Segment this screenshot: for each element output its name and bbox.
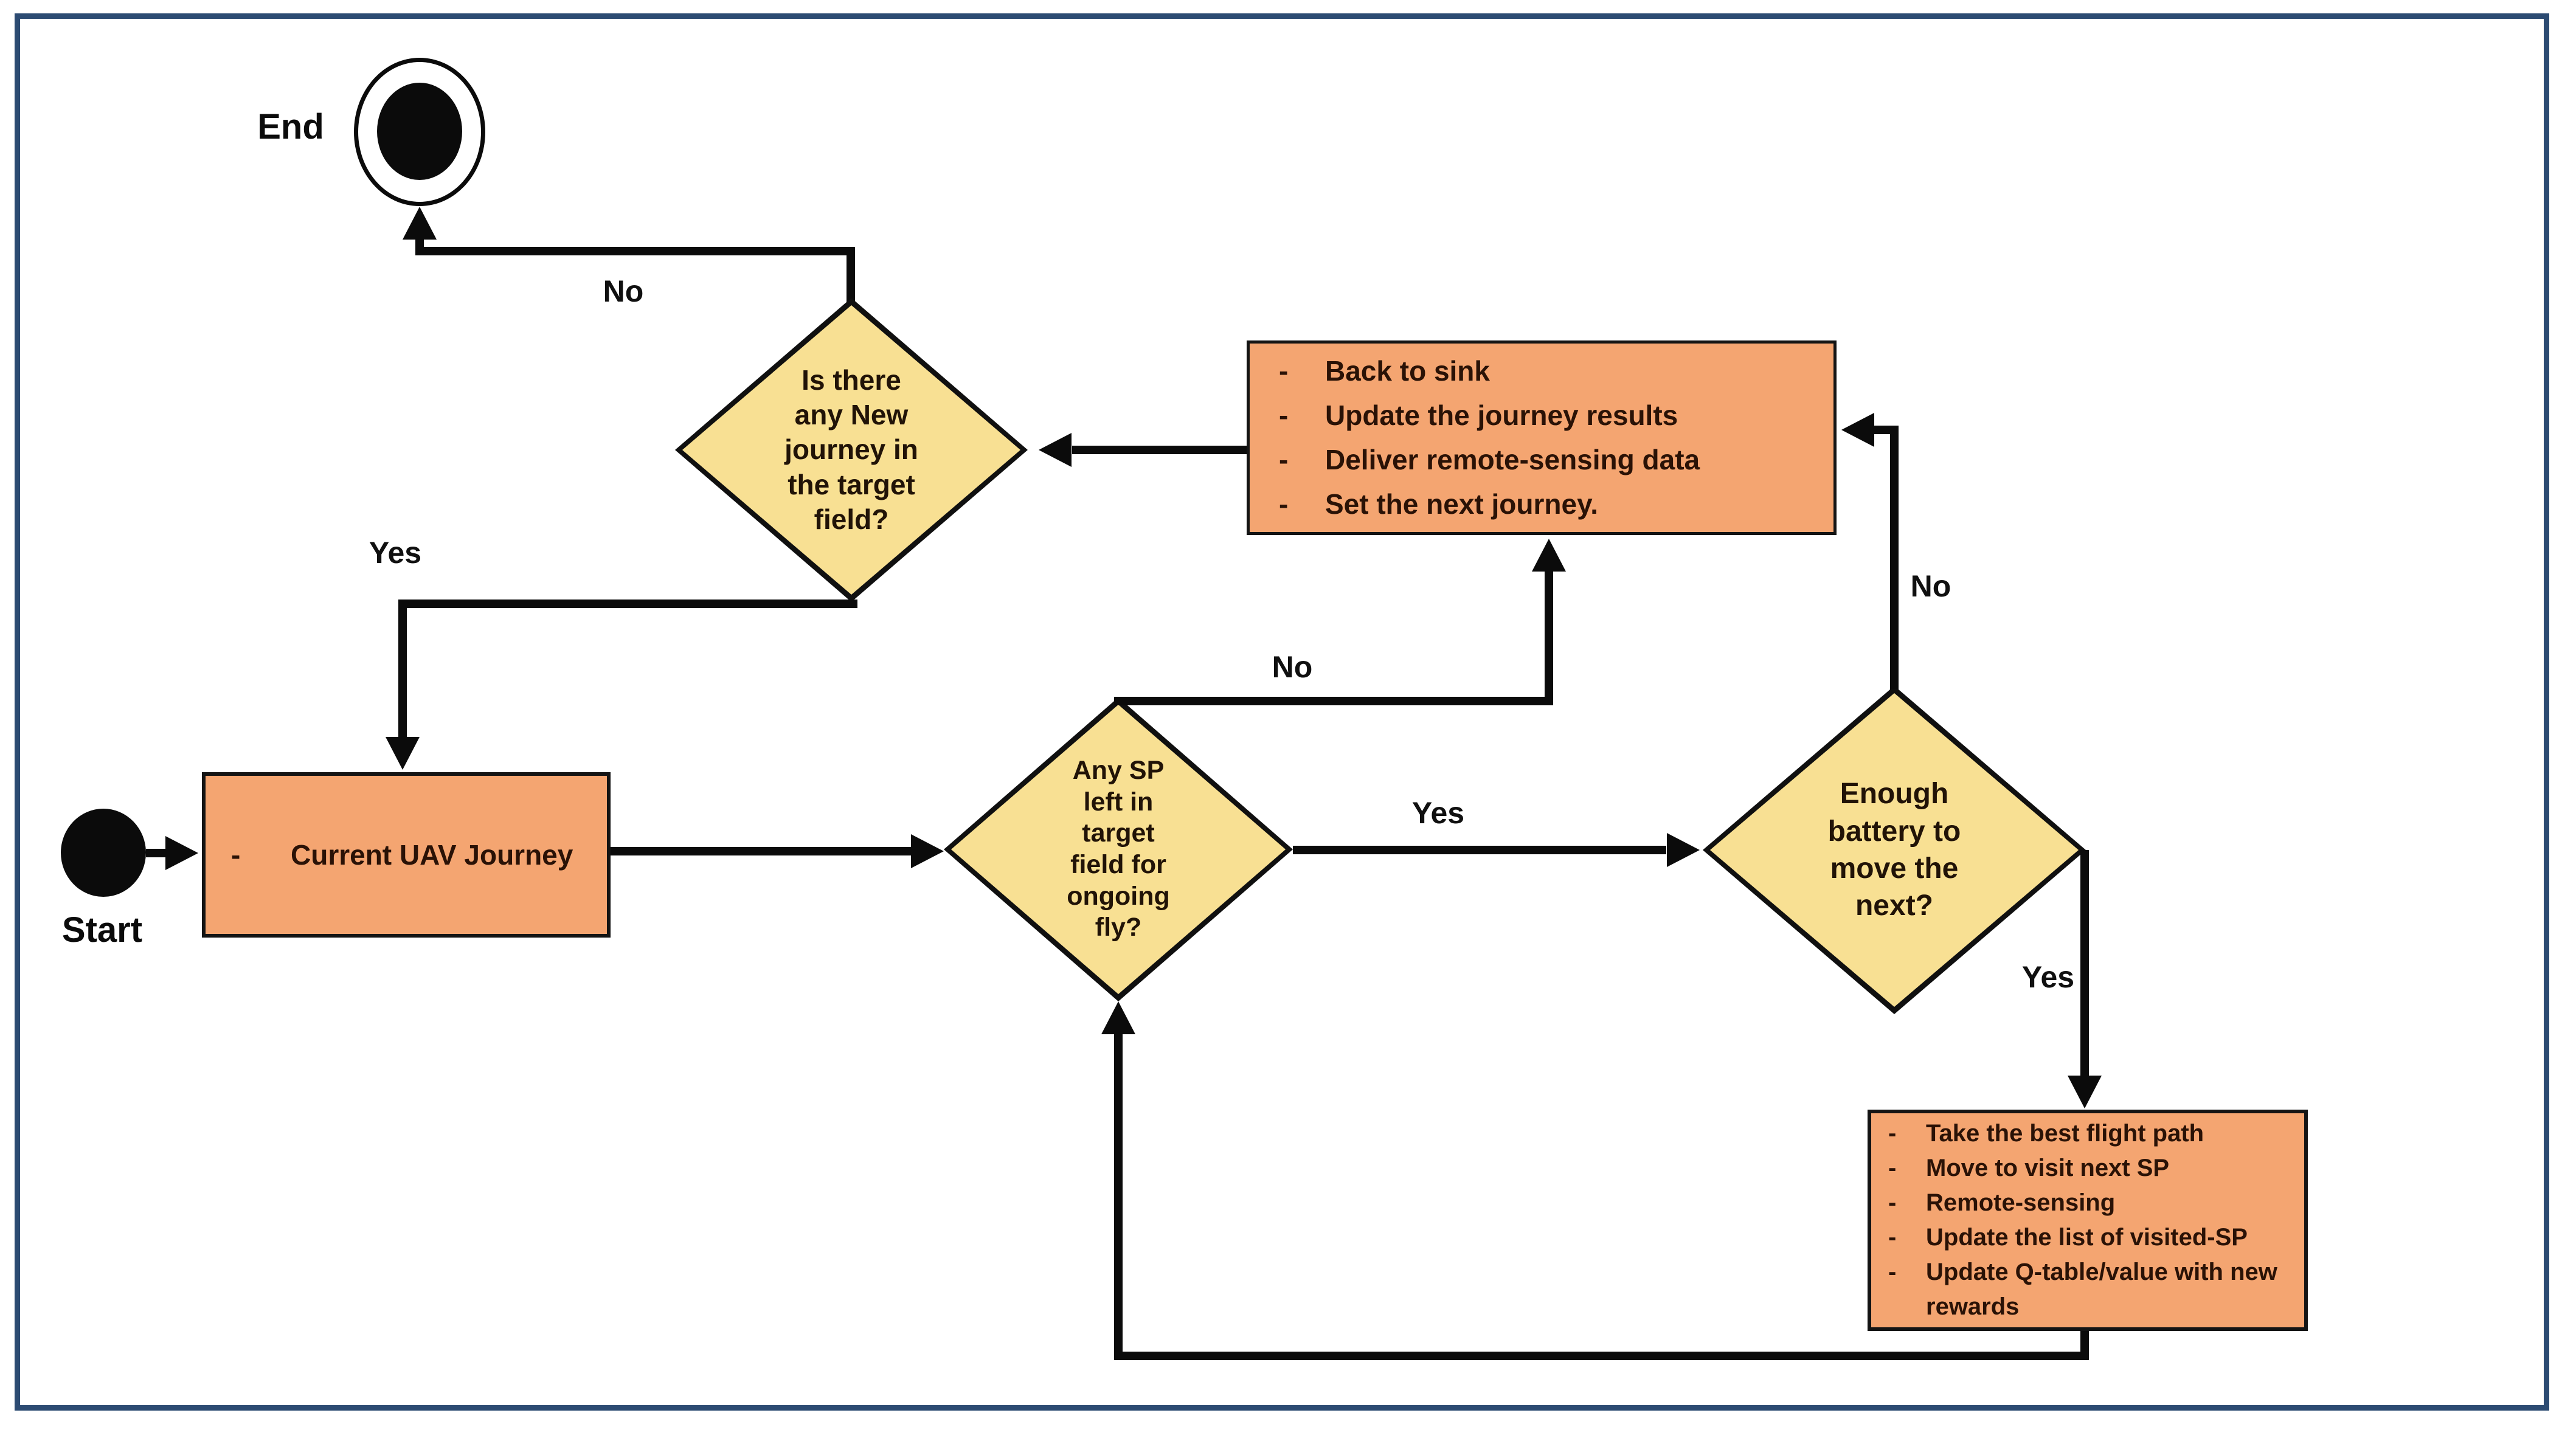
list-item-text: Move to visit next SP [1926, 1155, 2170, 1181]
edge-sink-to-decision1 [1072, 446, 1247, 454]
arrowhead-left-icon [1841, 413, 1874, 447]
decision-new-journey-text: Is there any New journey in the target f… [675, 298, 1028, 602]
edge-yes-to-current-vertical [398, 600, 407, 739]
edge-no-to-sink-horizontal [1114, 697, 1553, 705]
start-label: Start [61, 910, 143, 950]
bullet-dash: - [1888, 1189, 1897, 1216]
edge-yes-to-battery [1293, 846, 1666, 854]
end-label: End [257, 107, 324, 147]
edge-no-to-sink-vertical [1545, 570, 1553, 704]
decision-sp-left: Any SP left in target field for ongoing … [944, 697, 1293, 1001]
end-state-ring [354, 58, 485, 206]
edge-label-no-sink: No [1272, 650, 1313, 684]
list-item: - Update the journey results [1279, 393, 1827, 438]
edge-label-yes-current: Yes [369, 536, 422, 570]
decision-battery-text: Enough battery to move the next? [1703, 686, 2086, 1014]
edge-label-yes-battery: Yes [1411, 796, 1465, 830]
edge-start-to-current [146, 849, 167, 857]
start-state-dot [61, 809, 146, 897]
decision-line: ongoing [1067, 881, 1170, 911]
decision-line: battery to [1827, 815, 1961, 848]
decision-sp-left-text: Any SP left in target field for ongoing … [944, 697, 1293, 1001]
decision-line: journey in [784, 434, 918, 466]
bullet-dash: - [1279, 399, 1289, 431]
list-item: - Set the next journey. [1279, 482, 1827, 527]
edge-yes-to-current-horizontal [398, 600, 857, 608]
decision-line: fly? [1095, 913, 1142, 942]
list-item-text: Update Q-table/value with new rewards [1926, 1259, 2277, 1320]
bullet-dash: - [231, 839, 241, 871]
list-item: - Take the best flight path [1888, 1116, 2299, 1151]
bullet-dash: - [1888, 1224, 1897, 1251]
arrowhead-up-icon [1532, 539, 1566, 572]
edge-loop-up [1114, 1033, 1123, 1360]
arrowhead-down-icon [386, 737, 420, 770]
process-box-sink: - Back to sink - Update the journey resu… [1247, 340, 1837, 535]
list-item-text: Update the list of visited-SP [1926, 1224, 2248, 1251]
edge-no-battery-vertical [1890, 426, 1899, 689]
list-item-text: Back to sink [1325, 355, 1490, 387]
bullet-dash: - [1279, 488, 1289, 520]
list-item-text: Take the best flight path [1926, 1120, 2204, 1147]
decision-battery: Enough battery to move the next? [1703, 686, 2086, 1014]
list-item-text: Set the next journey. [1325, 488, 1599, 520]
arrowhead-down-icon [2068, 1076, 2102, 1108]
edge-loop-horizontal [1114, 1352, 2089, 1360]
arrowhead-up-icon [403, 207, 437, 240]
list-item: - Deliver remote-sensing data [1279, 438, 1827, 482]
process-box-flight: - Take the best flight path - Move to vi… [1868, 1110, 2308, 1331]
arrowhead-right-icon [1667, 833, 1700, 867]
edge-decision1-top-stub [847, 247, 855, 303]
decision-line: the target [788, 468, 915, 500]
edge-current-to-decision2 [611, 847, 911, 855]
decision-new-journey: Is there any New journey in the target f… [675, 298, 1028, 602]
arrowhead-right-icon [911, 834, 944, 868]
edge-label-no-battery: No [1910, 569, 1951, 603]
decision-line: left in [1083, 787, 1154, 817]
decision-line: field for [1070, 850, 1166, 879]
decision-line: any New [794, 399, 909, 431]
bullet-dash: - [1279, 355, 1289, 387]
edge-no-battery-horizontal [1874, 426, 1899, 434]
bullet-dash: - [1888, 1120, 1897, 1147]
list-item: - Back to sink [1279, 349, 1827, 393]
decision-line: field? [814, 503, 889, 535]
process-box-current-journey: - Current UAV Journey [202, 772, 611, 938]
arrowhead-right-icon [165, 836, 198, 870]
list-item-text: Remote-sensing [1926, 1189, 2116, 1216]
decision-line: next? [1855, 890, 1933, 922]
end-state-dot [377, 83, 462, 180]
list-item: - Current UAV Journey [231, 837, 607, 873]
edge-yes-to-flight [2080, 850, 2089, 1078]
decision-line: move the [1830, 852, 1959, 885]
decision-line: Is there [802, 364, 901, 396]
edge-no-to-end-horizontal [415, 247, 851, 255]
bullet-dash: - [1279, 444, 1289, 475]
outer-frame-border [15, 13, 2549, 1411]
arrowhead-left-icon [1039, 433, 1072, 467]
decision-line: Any SP [1072, 756, 1165, 786]
edge-label-no-end: No [603, 274, 644, 308]
list-item-text: Current UAV Journey [291, 839, 573, 871]
decision-line: Enough [1840, 778, 1949, 810]
edge-label-yes-flight: Yes [2021, 960, 2075, 994]
arrowhead-up-icon [1101, 1001, 1135, 1034]
edge-no-to-end-vertical [415, 237, 424, 255]
list-item: - Update the list of visited-SP [1888, 1220, 2299, 1255]
decision-line: target [1082, 818, 1155, 848]
bullet-dash: - [1888, 1155, 1897, 1181]
list-item-text: Deliver remote-sensing data [1325, 444, 1700, 475]
list-item: - Move to visit next SP [1888, 1151, 2299, 1186]
list-item: - Remote-sensing [1888, 1186, 2299, 1220]
list-item: - Update Q-table/value with new rewards [1888, 1255, 2299, 1324]
list-item-text: Update the journey results [1325, 399, 1678, 431]
bullet-dash: - [1888, 1259, 1897, 1285]
